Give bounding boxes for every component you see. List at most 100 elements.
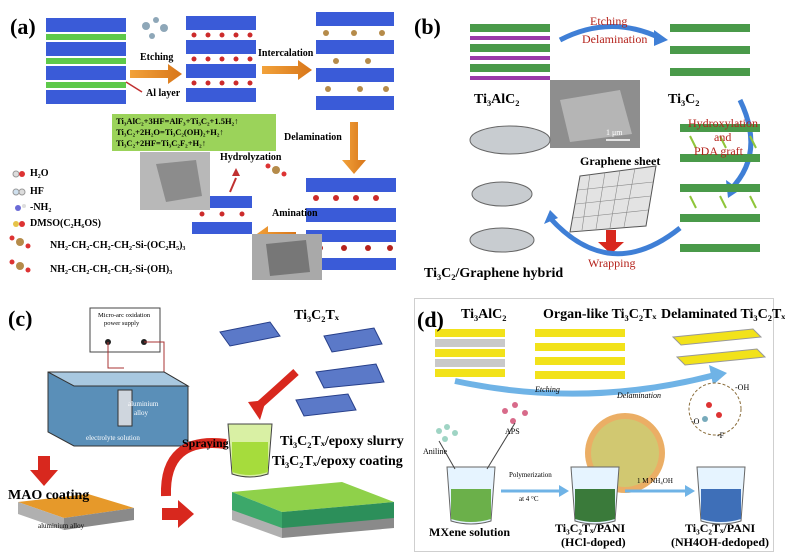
panel-c: (c) Micro-arc oxidation power supply alu…	[4, 296, 408, 552]
mxene-solution-label: MXene solution	[429, 525, 510, 539]
zoom-circle	[688, 382, 742, 436]
spraying-arrow	[160, 438, 227, 497]
legend-dmso: DMSO(C₂H₆OS)	[30, 218, 101, 229]
arrow-down	[30, 456, 58, 486]
panel-c-label: (c)	[8, 306, 33, 331]
hf-molecules-icon	[142, 17, 168, 39]
legend-h2o: H₂O	[30, 168, 49, 179]
power-supply-label-2: power supply	[104, 320, 140, 327]
panel-d-illustration	[435, 328, 767, 525]
delamination-label: Delamination	[617, 391, 661, 400]
o-label: -O	[691, 417, 700, 426]
etching-label: Etching	[590, 14, 628, 28]
polymerization-label: Polymerization	[509, 471, 552, 479]
etched-stack	[186, 16, 256, 102]
electrode-label-2: alloy	[134, 409, 148, 417]
delaminated-flakes	[671, 328, 767, 366]
slurry-label: Ti₃C₂Tₓ/epoxy slurry	[280, 434, 404, 449]
intercalation-label: Intercalation	[258, 48, 314, 59]
power-supply-box	[89, 307, 161, 353]
etching-label: Etching	[535, 385, 560, 394]
reaction-equations: Ti₃AlC₂+3HF=AlF₃+Ti₃C₂+1.5H₂↑ Ti₃C₂+2H₂O…	[112, 114, 276, 151]
etching-delamination-arrow	[454, 372, 716, 397]
panel-b: (b) Etching Delamination Ti₃AlC₂ Ti₃C₂ H…	[410, 4, 772, 286]
panel-b-illustration	[469, 24, 760, 257]
delamination-label: Delamination	[582, 32, 648, 46]
delaminated-label: Delaminated Ti₃C₂Tₓ	[661, 307, 785, 322]
aps-molecule-icon	[502, 402, 528, 424]
pda-graft-label: PDA graft	[694, 144, 743, 158]
mao-coating-block	[18, 494, 134, 518]
scale-bar-label: 1 μm	[606, 128, 623, 137]
ti3alc2-stack	[46, 18, 126, 104]
pani-nh4oh-label: Ti₃C₂Tₓ/PANI	[685, 521, 756, 535]
dedoping-arrow	[685, 485, 695, 497]
al-layer-label: Al layer	[146, 88, 181, 99]
epoxy-coating-label: Ti₃C₂Tₓ/epoxy coating	[272, 454, 403, 469]
pani-nh4oh-sub-label: (NH4OH-dedoped)	[671, 535, 770, 549]
panel-a-label: (a)	[10, 14, 36, 39]
ti3alc2-label: Ti₃AlC₂	[461, 307, 507, 322]
water-molecule-icon	[12, 170, 25, 178]
hydroxylation-label: Hydroxylation	[688, 116, 758, 130]
wrapping-arrow	[598, 230, 624, 254]
ti3alc2-label: Ti₃AlC₂	[474, 92, 520, 107]
formula-1: NH₂-CH₂-CH₂-CH₂-Si-(OC₂H₅)₃	[50, 240, 186, 251]
ti3c2-layers	[670, 24, 750, 76]
and-label: and	[714, 130, 732, 144]
f-label: -F	[717, 431, 725, 440]
graphene-sheet-label: Graphene sheet	[580, 154, 661, 168]
electrolyte-label: electrolyte solution	[86, 434, 140, 442]
equation-2: Ti₃C₂+2H₂O=Ti₃C₂(OH)₂+H₂↑	[116, 127, 224, 137]
amine-group-icon	[15, 204, 26, 211]
aniline-label: Aniline	[423, 447, 447, 456]
arrow-right	[162, 500, 194, 528]
ti3c2tx-flakes	[219, 321, 385, 417]
formula-2: NH₂-CH₂-CH₂-CH₂-Si-(OH)₃	[50, 264, 173, 275]
hydroxylation-arrow	[728, 98, 754, 192]
epoxy-coating-block	[232, 482, 394, 512]
cycle-arrow	[548, 216, 682, 257]
legend-nh2: -NH₂	[30, 202, 52, 213]
panel-b-label: (b)	[414, 14, 441, 39]
equation-1: Ti₃AlC₂+3HF=AlF₃+Ti₃C₂+1.5H₂↑	[116, 116, 239, 126]
silane-molecule-icon-1	[9, 235, 31, 249]
organ-like-label: Organ-like Ti₃C₂Tₓ	[543, 307, 657, 322]
equation-3: Ti₃C₂+2HF=Ti₃C₂F₂+H₂↑	[116, 138, 206, 148]
aniline-molecule-icon	[436, 424, 458, 442]
substrate-label: aluminium alloy	[38, 522, 85, 530]
panel-d-label: (d)	[417, 307, 444, 332]
nh4oh-label: 1 M NH₄OH	[637, 477, 673, 485]
arrow-intercalation	[262, 60, 312, 80]
hf-molecule-icon	[12, 188, 26, 196]
amination-label: Amination	[272, 208, 318, 219]
hybrid-label: Ti₃C₂/Graphene hybrid	[424, 266, 564, 281]
graphene-sheet-grid	[569, 165, 657, 233]
dmso-molecule-icon	[13, 221, 25, 227]
aluminium-alloy-electrode	[117, 389, 133, 427]
intercalated-stack	[316, 12, 394, 110]
aps-label: APS	[505, 427, 520, 436]
legend-hf: HF	[30, 186, 44, 197]
mao-coating-label: MAO coating	[8, 488, 90, 503]
wrapping-label: Wrapping	[588, 256, 636, 270]
etching-label: Etching	[140, 52, 174, 63]
electrode-label-1: aluminium	[128, 400, 159, 408]
pani-hcl-label: Ti₃C₂Tₓ/PANI	[555, 521, 626, 535]
polymerization-arrow	[559, 485, 569, 497]
graphene-wrapped-flakes	[469, 125, 551, 253]
delamination-label: Delamination	[284, 132, 342, 143]
arrow-etching	[130, 64, 182, 84]
silane-molecule-icon-3	[265, 163, 287, 177]
ti3c2tx-label: Ti₃C₂Tₓ	[294, 308, 339, 323]
organ-like-stack	[535, 329, 625, 379]
etching-arrow	[558, 24, 662, 43]
delaminated-stack	[306, 178, 396, 222]
pani-hcl-sub-label: (HCl-doped)	[561, 535, 626, 549]
silane-molecule-icon-2	[9, 259, 31, 273]
ti3alc2-layers	[470, 24, 550, 80]
ti3alc2-stack	[435, 329, 505, 377]
arrow-delamination	[342, 122, 366, 174]
panel-c-illustration	[18, 307, 394, 538]
panel-a: (a) Etching Intercalation Al layer Delam…	[6, 6, 404, 284]
